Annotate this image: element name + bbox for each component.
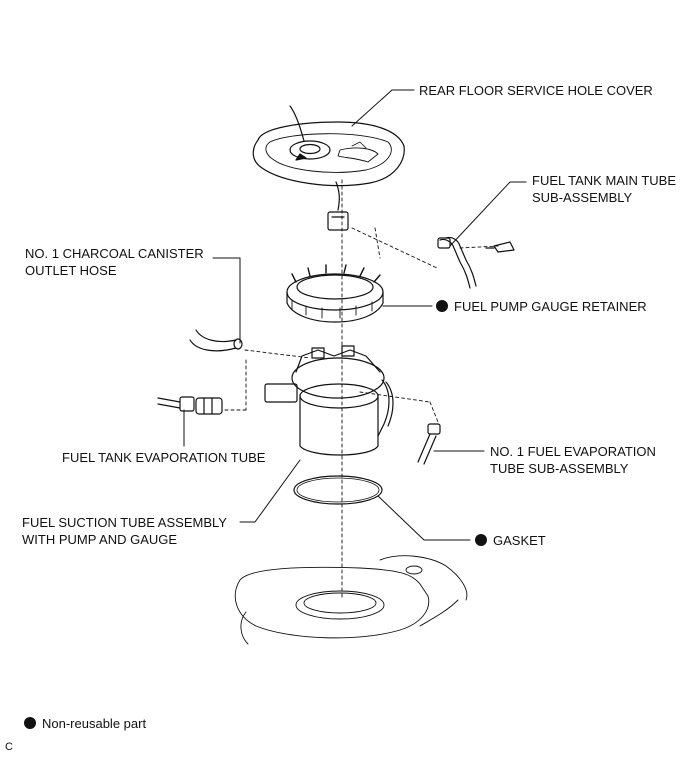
label-line-2: SUB-ASSEMBLY bbox=[532, 190, 633, 205]
label-line-1: FUEL SUCTION TUBE ASSEMBLY bbox=[22, 515, 227, 530]
label-rear-floor-service-hole-cover: REAR FLOOR SERVICE HOLE COVER bbox=[419, 82, 653, 99]
label-line-1: NO. 1 CHARCOAL CANISTER bbox=[25, 246, 204, 261]
label-fuel-pump-gauge-retainer: FUEL PUMP GAUGE RETAINER bbox=[436, 298, 647, 315]
non-reusable-dot-icon bbox=[24, 717, 36, 729]
legend: Non-reusable part bbox=[24, 716, 146, 731]
fuel-pump-gauge-retainer bbox=[286, 264, 384, 323]
legend-text: Non-reusable part bbox=[42, 716, 147, 731]
label-fuel-tank-evaporation-tube: FUEL TANK EVAPORATION TUBE bbox=[62, 449, 265, 466]
label-evaporation-tube-sub-assembly: NO. 1 FUEL EVAPORATION TUBE SUB-ASSEMBLY bbox=[490, 443, 656, 477]
label-text: FUEL PUMP GAUGE RETAINER bbox=[454, 299, 647, 314]
label-text: GASKET bbox=[493, 533, 546, 548]
label-line-2: WITH PUMP AND GAUGE bbox=[22, 532, 178, 547]
fuel-tank-evaporation-tube bbox=[157, 396, 223, 415]
fuel-suction-tube-assembly bbox=[264, 345, 394, 456]
alignment-lines bbox=[224, 179, 499, 601]
label-text: FUEL TANK EVAPORATION TUBE bbox=[62, 450, 266, 465]
label-charcoal-canister-outlet-hose: NO. 1 CHARCOAL CANISTER OUTLET HOSE bbox=[25, 245, 204, 279]
leader-lines bbox=[183, 89, 527, 541]
label-line-2: OUTLET HOSE bbox=[25, 263, 117, 278]
label-line-1: FUEL TANK MAIN TUBE bbox=[532, 173, 676, 188]
label-text: REAR FLOOR SERVICE HOLE COVER bbox=[419, 83, 653, 98]
evaporation-tube-sub-assembly bbox=[417, 423, 441, 465]
fuel-tank bbox=[234, 555, 468, 645]
label-gasket: GASKET bbox=[475, 532, 546, 549]
non-reusable-dot-icon bbox=[436, 300, 448, 312]
connector-plug bbox=[327, 211, 349, 231]
label-fuel-suction-tube-assembly: FUEL SUCTION TUBE ASSEMBLY WITH PUMP AND… bbox=[22, 514, 227, 548]
label-fuel-tank-main-tube: FUEL TANK MAIN TUBE SUB-ASSEMBLY bbox=[532, 172, 676, 206]
gasket-ring bbox=[293, 475, 383, 505]
corner-mark: C bbox=[5, 741, 13, 753]
fuel-tank-main-tube bbox=[437, 236, 515, 289]
label-line-2: TUBE SUB-ASSEMBLY bbox=[490, 461, 629, 476]
service-hole-cover bbox=[252, 105, 405, 231]
non-reusable-dot-icon bbox=[475, 534, 487, 546]
label-line-1: NO. 1 FUEL EVAPORATION bbox=[490, 444, 656, 459]
charcoal-canister-outlet-hose bbox=[189, 329, 243, 352]
